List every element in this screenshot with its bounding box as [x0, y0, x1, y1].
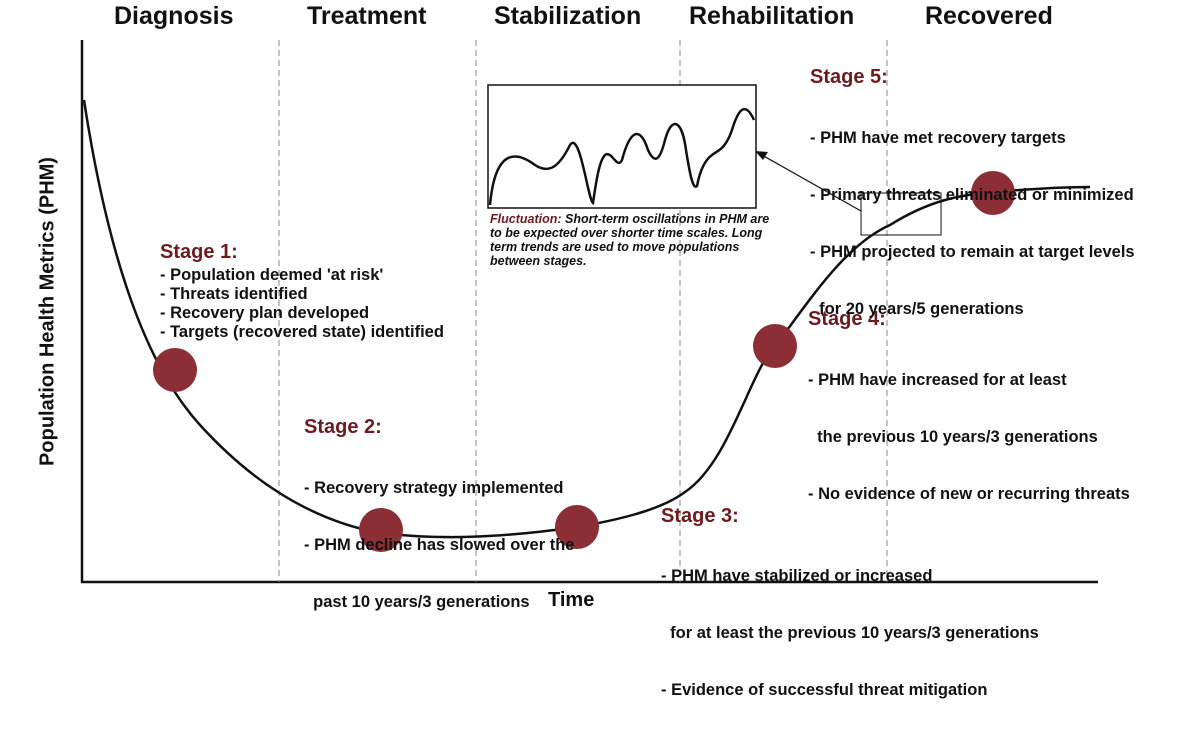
phase-header-rehabilitation: Rehabilitation [689, 2, 855, 30]
diagram-canvas [80, 40, 1098, 584]
fluctuation-text: Short-term oscillations in PHM are to be… [490, 212, 770, 268]
phase-header-treatment: Treatment [307, 2, 427, 30]
phase-header-diagnosis: Diagnosis [114, 2, 234, 30]
stage-5-bullets: - PHM have met recovery targets - Primar… [810, 91, 1135, 357]
stage-1-bullet: - Population deemed 'at risk' [160, 266, 384, 284]
stage-4-marker [753, 324, 797, 368]
stage-4-bullet: the previous 10 years/3 generations [808, 428, 1098, 446]
stage-5-marker [971, 171, 1015, 215]
stage-5-bullet: for 20 years/5 generations [810, 300, 1024, 318]
stage-4-title: Stage 4: [808, 308, 886, 330]
stage-1-bullets: - Population deemed 'at risk' - Threats … [160, 266, 444, 342]
y-axis-label: Population Health Metrics (PHM) [36, 157, 59, 466]
x-axis-label: Time [548, 589, 595, 611]
stage-3-title: Stage 3: [661, 505, 739, 527]
fluctuation-term: Fluctuation: [490, 212, 562, 226]
stage-2-bullet: past 10 years/3 generations [304, 593, 530, 611]
zoom-arrow-head [755, 151, 768, 160]
stage-2-bullet: - Recovery strategy implemented [304, 479, 564, 497]
stage-3-bullet: for at least the previous 10 years/3 gen… [661, 624, 1039, 642]
stage-1-bullet: - Threats identified [160, 285, 308, 303]
stage-3-bullet: - Evidence of successful threat mitigati… [661, 681, 988, 699]
phase-header-stabilization: Stabilization [494, 2, 642, 30]
stage-5-bullet: - PHM have met recovery targets [810, 129, 1066, 147]
fluctuation-inset-frame [487, 84, 757, 209]
stage-3-bullet: - PHM have stabilized or increased [661, 567, 933, 585]
stage-4-bullets: - PHM have increased for at least the pr… [808, 333, 1130, 542]
stage-1-title: Stage 1: [160, 241, 238, 263]
stage-2-bullet: - PHM decline has slowed over the [304, 536, 575, 554]
stage-4-bullet: - PHM have increased for at least [808, 371, 1067, 389]
recovery-curve [82, 99, 1091, 539]
stage-1-bullet: - Targets (recovered state) identified [160, 323, 444, 341]
zoom-arrow [761, 154, 862, 212]
phase-header-recovered: Recovered [925, 2, 1053, 30]
stage-3-marker [555, 505, 599, 549]
stage-3-bullets: - PHM have stabilized or increased for a… [661, 529, 1039, 738]
zoom-region-box [860, 192, 942, 236]
stage-4-bullet: - No evidence of new or recurring threat… [808, 485, 1130, 503]
stage-2-title: Stage 2: [304, 416, 382, 438]
recovery-stages-diagram: Diagnosis Treatment Stabilization Rehabi… [36, 2, 1135, 699]
stage-5-title: Stage 5: [810, 66, 888, 88]
stage-5-bullet: - Primary threats eliminated or minimize… [810, 186, 1134, 204]
stage-2-bullets: - Recovery strategy implemented - PHM de… [304, 441, 575, 650]
fluctuation-caption: Fluctuation: Short-term oscillations in … [490, 212, 770, 268]
fluctuation-curve [488, 107, 756, 206]
stage-2-marker [359, 508, 403, 552]
stage-5-bullet: - PHM projected to remain at target leve… [810, 243, 1135, 261]
stage-1-bullet: - Recovery plan developed [160, 304, 370, 322]
stage-1-marker [153, 348, 197, 392]
